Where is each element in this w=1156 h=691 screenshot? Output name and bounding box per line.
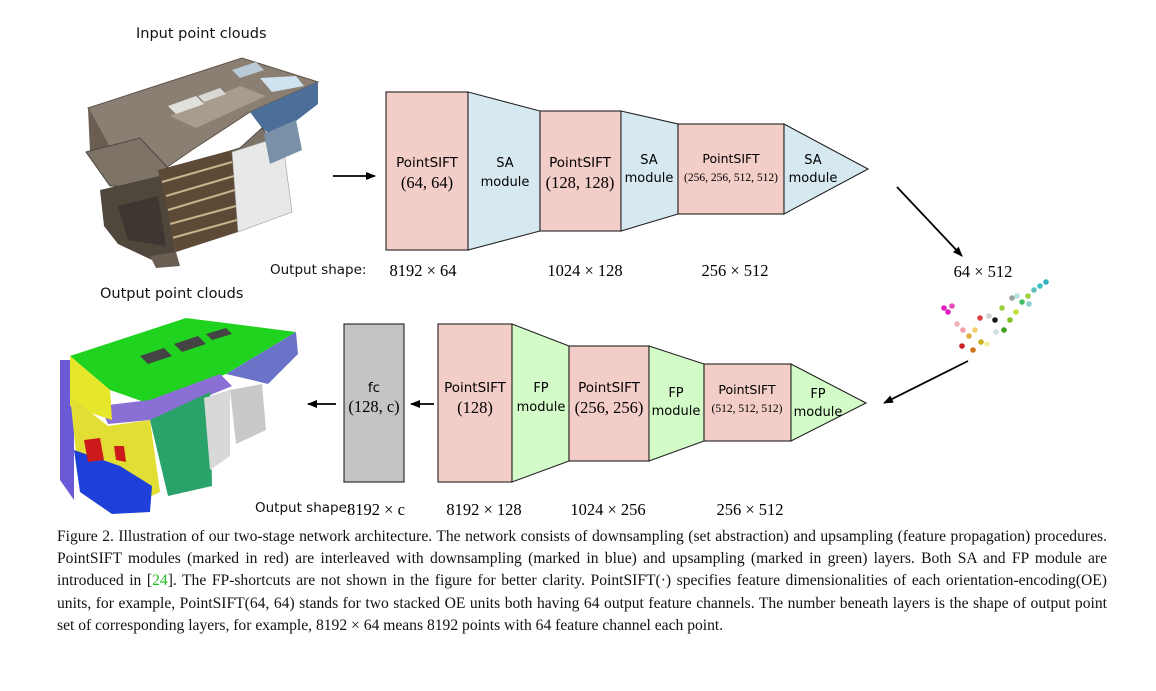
pointsift-block-1 (385, 91, 469, 251)
caption-citation-link[interactable]: 24 (152, 572, 168, 590)
bottleneck-point (999, 305, 1005, 311)
pointsift-block-1-param: (64, 64) (401, 173, 453, 192)
decoder-pointsift-block-1 (437, 323, 513, 483)
pointsift-block-3 (677, 123, 785, 215)
sa-module-3-line1: SA (804, 153, 821, 168)
pointsift-block-1-name: PointSIFT (396, 155, 459, 171)
bottleneck-point (970, 347, 976, 353)
bottleneck-point (1019, 299, 1025, 305)
bottleneck-point (954, 321, 960, 327)
fp-module-1-line2: module (517, 400, 566, 415)
decoder-pointsift-block-3-param: (512, 512, 512) (712, 403, 783, 415)
bottleneck-point (1025, 293, 1031, 299)
bottleneck-point (984, 341, 990, 347)
bottleneck-point (949, 303, 955, 309)
architecture-diagram: Input point clouds PointSI (60, 26, 1049, 519)
fc-block-name: fc (368, 380, 380, 396)
bottleneck-point (977, 315, 983, 321)
bottleneck-point (1026, 301, 1032, 307)
pointsift-block-2 (539, 110, 622, 232)
bottleneck-point (986, 313, 992, 319)
input-point-clouds-title: Input point clouds (136, 26, 267, 42)
decoder: fc (128, c) PointSIFT (128) FP module Po… (343, 323, 868, 483)
encoder: PointSIFT (64, 64) SA module PointSIFT (… (385, 91, 870, 251)
decoder-shape-1: 8192 × c (347, 500, 405, 519)
bottleneck-point (1014, 293, 1020, 299)
bottleneck-point (960, 327, 966, 333)
decoder-pointsift-block-1-param: (128) (457, 398, 493, 417)
bottleneck-point (1001, 327, 1007, 333)
sa-module-3-line2: module (789, 171, 838, 186)
sa-module-2-line2: module (625, 171, 674, 186)
input-point-cloud-image (85, 57, 320, 268)
fp-module-3 (790, 363, 868, 442)
bottleneck-point (1043, 279, 1049, 285)
fp-module-3-line2: module (794, 405, 843, 420)
bottleneck-point-set (941, 279, 1049, 353)
decoder-pointsift-block-2 (568, 345, 650, 462)
bottleneck-point (972, 327, 978, 333)
encoder-output-shape-label: Output shape: (270, 262, 366, 278)
bottleneck-point (1031, 287, 1037, 293)
decoder-pointsift-block-2-name: PointSIFT (578, 380, 641, 396)
encoder-shape-2: 1024 × 128 (547, 261, 622, 280)
encoder-shape-1: 8192 × 64 (389, 261, 456, 280)
bottleneck-point (1013, 309, 1019, 315)
output-point-clouds-title: Output point clouds (100, 286, 243, 302)
sa-module-1-line2: module (481, 175, 530, 190)
decoder-pointsift-block-3-name: PointSIFT (718, 382, 776, 397)
bottleneck-point (1007, 317, 1013, 323)
bottleneck-point (945, 309, 951, 315)
encoder-shape-3: 256 × 512 (701, 261, 768, 280)
sa-module-2-line1: SA (640, 153, 657, 168)
bottleneck-shape: 64 × 512 (954, 262, 1013, 281)
decoder-shape-4: 256 × 512 (716, 500, 783, 519)
fp-module-2-line1: FP (668, 386, 683, 401)
bottleneck-point (978, 339, 984, 345)
fc-block-param: (128, c) (348, 397, 399, 416)
caption-prefix: Figure 2. Illustration of our two-stage … (57, 528, 1107, 590)
bottleneck-point (941, 305, 947, 311)
fp-module-1-line1: FP (533, 381, 548, 396)
output-point-cloud-image (60, 318, 298, 514)
bottleneck-point (993, 329, 999, 335)
bottleneck-point (966, 333, 972, 339)
decoder-pointsift-block-1-name: PointSIFT (444, 380, 507, 396)
figure-caption: Figure 2. Illustration of our two-stage … (57, 526, 1107, 637)
sa-module-1 (467, 91, 541, 251)
pointsift-block-3-param: (256, 256, 512, 512) (684, 172, 778, 184)
bottleneck-point (1009, 295, 1015, 301)
pointsift-block-2-param: (128, 128) (546, 173, 615, 192)
fc-block (343, 323, 405, 483)
decoder-pointsift-block-2-param: (256, 256) (575, 398, 644, 417)
decoder-pointsift-block-3 (703, 363, 792, 442)
fp-module-2-line2: module (652, 404, 701, 419)
pointsift-block-2-name: PointSIFT (549, 155, 612, 171)
bottleneck-point (992, 317, 998, 323)
sa-module-1-line1: SA (496, 156, 513, 171)
fp-module-3-line1: FP (810, 387, 825, 402)
caption-suffix: ]. The FP-shortcuts are not shown in the… (57, 572, 1107, 634)
bottleneck-point (1037, 283, 1043, 289)
pointsift-block-3-name: PointSIFT (702, 151, 760, 166)
decoder-shape-2: 8192 × 128 (446, 500, 521, 519)
sa-module-3 (783, 123, 870, 215)
bottleneck-point (959, 343, 965, 349)
decoder-output-shape-label: Output shape: (255, 500, 351, 516)
decoder-shape-3: 1024 × 256 (570, 500, 645, 519)
